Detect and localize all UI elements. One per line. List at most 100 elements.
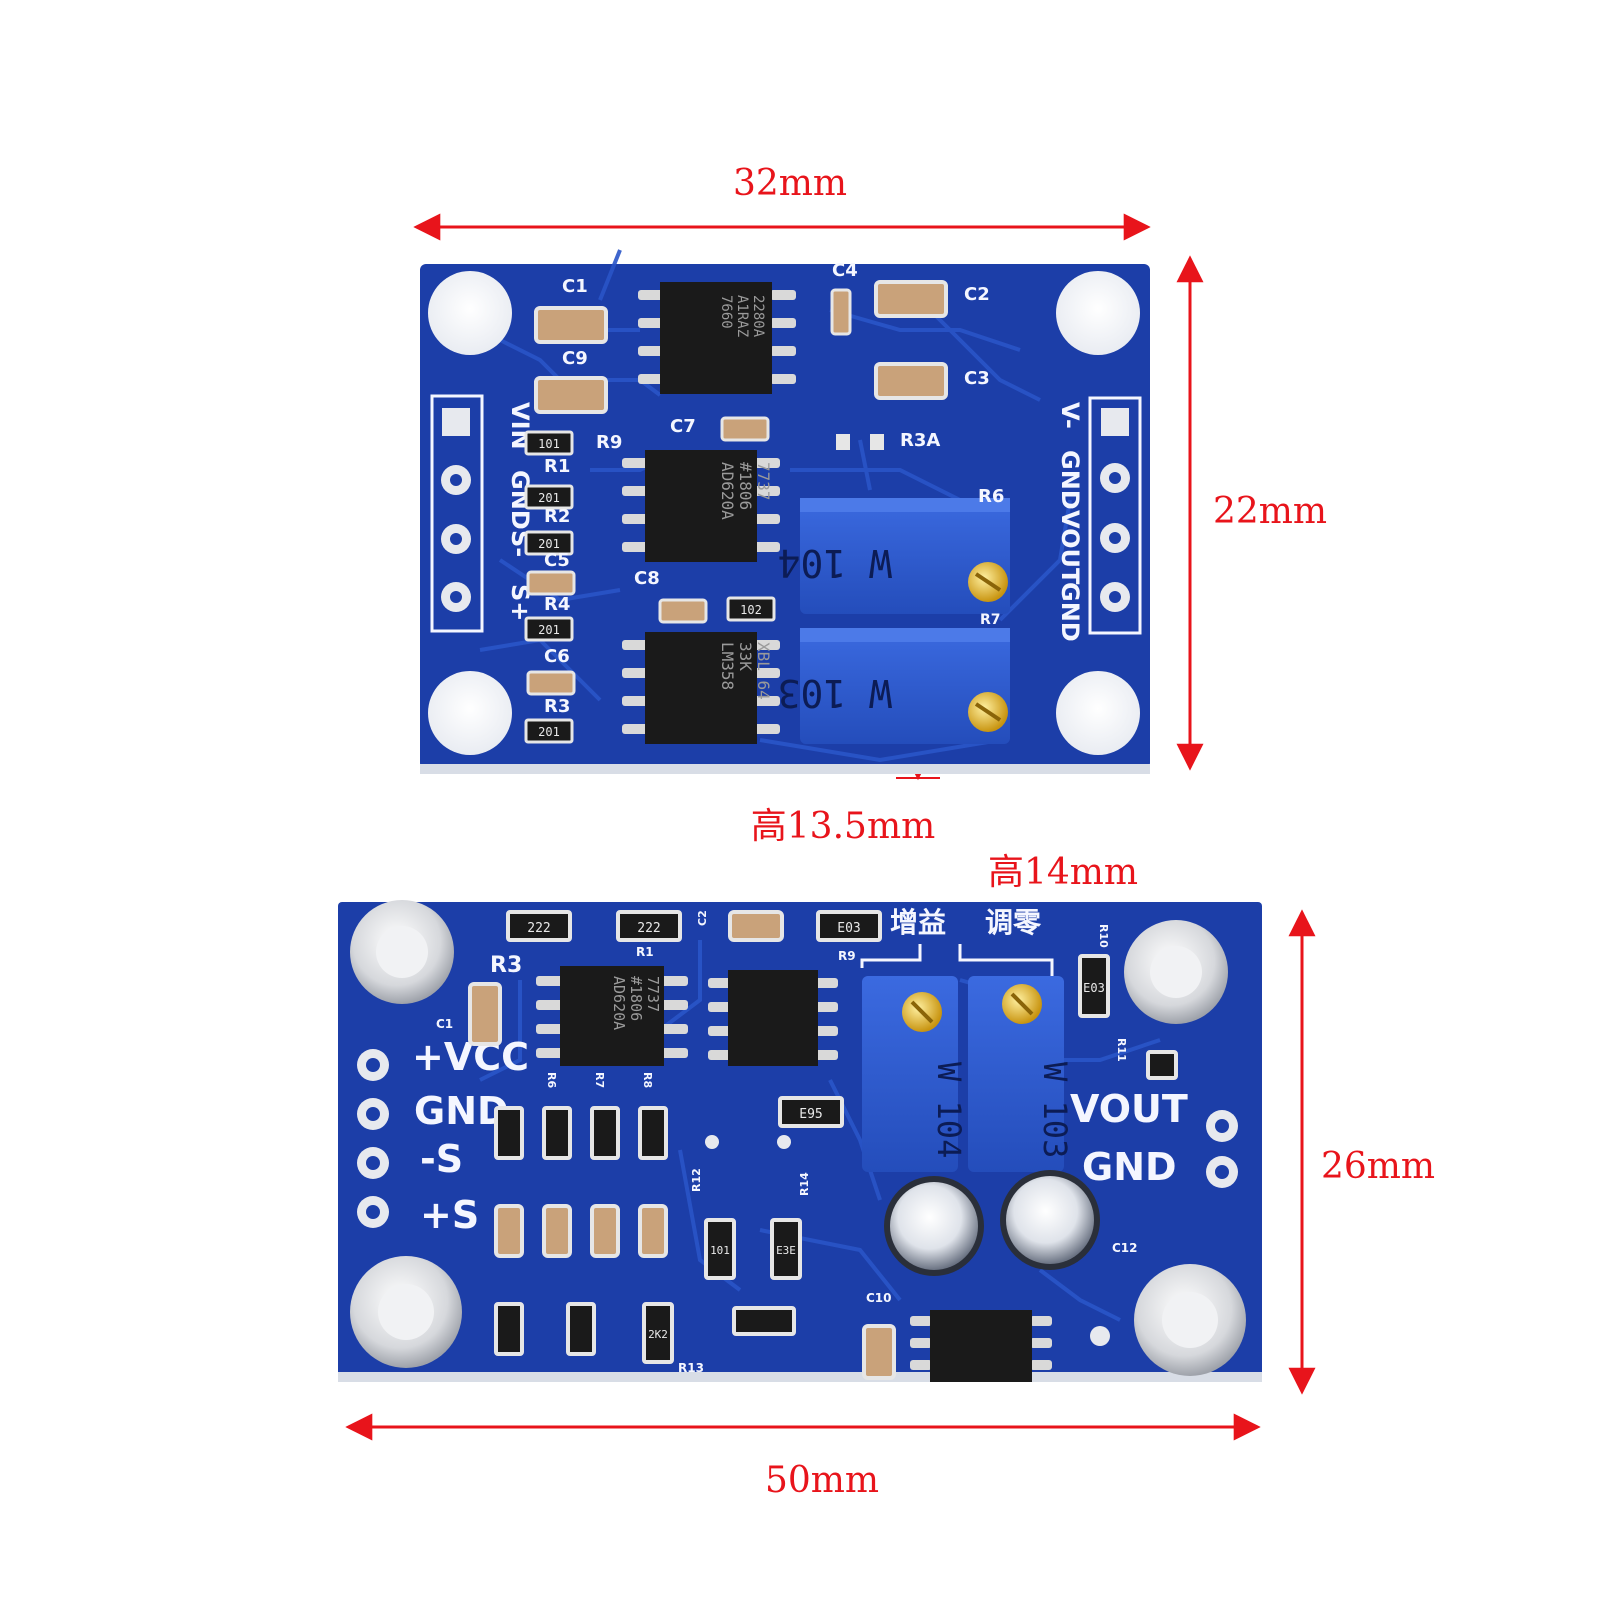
resistor-code: 102 bbox=[740, 603, 762, 617]
resistor-code: E3E bbox=[776, 1244, 796, 1257]
right-header bbox=[1088, 396, 1142, 635]
resistor-code: 2K2 bbox=[648, 1328, 668, 1341]
top-width-label: 32mm bbox=[733, 163, 847, 204]
ref-label: R1 bbox=[636, 945, 654, 959]
left-pin-holes bbox=[357, 1049, 389, 1228]
resistor-code: 201 bbox=[538, 537, 560, 551]
label-gnd: GND bbox=[414, 1089, 509, 1133]
mount-hole-icon bbox=[1056, 671, 1140, 755]
pot-marking: W 103 bbox=[1036, 1062, 1074, 1158]
chip-text: 33K bbox=[736, 642, 755, 671]
chip-text: 2280A bbox=[750, 295, 766, 338]
ref-label: C3 bbox=[964, 368, 990, 389]
bottom-resistors: 222 222 E03 E03 E95 101 E3E 2K2 bbox=[494, 910, 1178, 1364]
ref-label: C6 bbox=[544, 646, 570, 667]
top-silkscreen-refs: C1 C9 C4 C2 C3 C7 R9 R3A R1 R2 C5 C8 R4 … bbox=[544, 260, 1004, 717]
ref-label: R9 bbox=[596, 432, 622, 453]
ref-label: R8 bbox=[641, 1072, 654, 1088]
ic-7660: 7660 A1RAZ 2280A bbox=[638, 282, 796, 394]
ref-label: R6 bbox=[978, 486, 1004, 507]
ref-label: R3 bbox=[544, 696, 570, 717]
ic-unmarked bbox=[708, 970, 838, 1066]
chip-text: AD620A bbox=[718, 462, 737, 520]
resistor-code: 101 bbox=[710, 1244, 730, 1257]
bottom-component-height-label: 高14mm bbox=[988, 852, 1138, 893]
pot-marking: W 104 bbox=[778, 541, 892, 585]
ref-label: R2 bbox=[544, 506, 570, 527]
chip-text: LM358 bbox=[718, 642, 737, 690]
ref-label: C8 bbox=[634, 568, 660, 589]
left-header bbox=[430, 394, 484, 633]
ref-label: C2 bbox=[696, 910, 709, 926]
resistor-code: 201 bbox=[538, 491, 560, 505]
ref-label: R6 bbox=[545, 1072, 558, 1088]
chip-text: #1806 bbox=[736, 462, 755, 510]
chip-text: XBL 64 bbox=[754, 642, 773, 700]
resistor-code: 222 bbox=[637, 921, 660, 936]
pin-label-gnd: GND bbox=[1056, 450, 1084, 510]
label-zero: 调零 bbox=[985, 906, 1042, 939]
pin-label-v-minus: V- bbox=[1056, 402, 1084, 429]
trimmer-pot-104: W 104 bbox=[778, 498, 1010, 614]
dimension-bottom-width: 50mm bbox=[345, 1413, 1261, 1501]
dimension-bottom-component-height: 高14mm bbox=[980, 852, 1138, 973]
pin-label-vout: VOUT bbox=[1056, 510, 1084, 585]
right-header-labels: V- GND VOUT GND bbox=[1056, 402, 1084, 642]
ref-label: C7 bbox=[670, 416, 696, 437]
resistor-code: 222 bbox=[527, 921, 550, 936]
ref-label: R13 bbox=[678, 1361, 704, 1375]
label-s-minus: -S bbox=[420, 1137, 463, 1181]
smd-resistors: 101 201 201 201 201 102 bbox=[524, 430, 884, 744]
ref-label: R3A bbox=[900, 430, 940, 451]
ref-label: R9 bbox=[838, 949, 856, 963]
ref-label: R10 bbox=[1097, 924, 1110, 948]
ref-label: R1 bbox=[544, 456, 570, 477]
ref-label: R4 bbox=[544, 594, 570, 615]
vias bbox=[705, 1135, 1110, 1346]
pot-marking: W 104 bbox=[930, 1062, 968, 1158]
ref-label: C12 bbox=[1112, 1241, 1138, 1255]
ref-label: R7 bbox=[593, 1072, 606, 1088]
resistor-code: E03 bbox=[837, 921, 860, 936]
chip-text: A1RAZ bbox=[734, 295, 750, 337]
ref-label: R3 bbox=[490, 953, 522, 978]
chip-text: 7660 bbox=[718, 295, 734, 329]
resistor-code: E95 bbox=[799, 1107, 822, 1122]
top-height-label: 22mm bbox=[1213, 491, 1327, 532]
bottom-height-label: 26mm bbox=[1321, 1146, 1435, 1187]
bottom-pot-103: W 103 bbox=[968, 976, 1074, 1172]
ref-label: C4 bbox=[832, 260, 858, 281]
mount-hole-icon bbox=[428, 671, 512, 755]
ic-lower bbox=[910, 1310, 1052, 1382]
ref-label: C1 bbox=[562, 276, 588, 297]
bottom-silkscreen-refs: R3 C1 R1 R9 R10 R11 C2 R6 R7 R8 R12 R14 … bbox=[436, 910, 1138, 1375]
resistor-code: E03 bbox=[1083, 981, 1105, 995]
label-vout: VOUT bbox=[1070, 1087, 1188, 1131]
ref-label: R12 bbox=[690, 1168, 703, 1192]
mount-rings bbox=[350, 900, 1246, 1376]
ic-ad620: AD620A #1806 7737 bbox=[622, 450, 780, 562]
chip-text: AD620A bbox=[610, 976, 628, 1030]
ic-ad620-bottom: AD620A #1806 7737 bbox=[536, 966, 688, 1066]
trimmer-pot-103: W 103 bbox=[778, 628, 1010, 744]
dimension-top-component-height: 高13.5mm bbox=[751, 743, 940, 847]
ref-label: R7 bbox=[980, 612, 1001, 628]
right-pin-holes bbox=[1206, 1110, 1238, 1188]
pot-marking: W 103 bbox=[778, 671, 892, 715]
ref-label: C1 bbox=[436, 1017, 453, 1031]
ref-label: R11 bbox=[1115, 1038, 1128, 1062]
label-gnd-out: GND bbox=[1082, 1145, 1177, 1189]
electrolytic-capacitors bbox=[884, 1170, 1100, 1276]
ref-label: C2 bbox=[964, 284, 990, 305]
label-gain: 增益 bbox=[890, 906, 946, 939]
resistor-code: 101 bbox=[538, 437, 560, 451]
dimension-bottom-height: 26mm bbox=[1288, 909, 1435, 1395]
bottom-pot-104: W 104 bbox=[862, 976, 968, 1172]
resistor-code: 201 bbox=[538, 623, 560, 637]
ref-label: R14 bbox=[798, 1172, 811, 1196]
label-s-plus: +S bbox=[420, 1193, 479, 1237]
ref-label: C10 bbox=[866, 1291, 892, 1305]
mount-hole-icon bbox=[1056, 271, 1140, 355]
pin-label-gnd-2: GND bbox=[1056, 582, 1084, 642]
